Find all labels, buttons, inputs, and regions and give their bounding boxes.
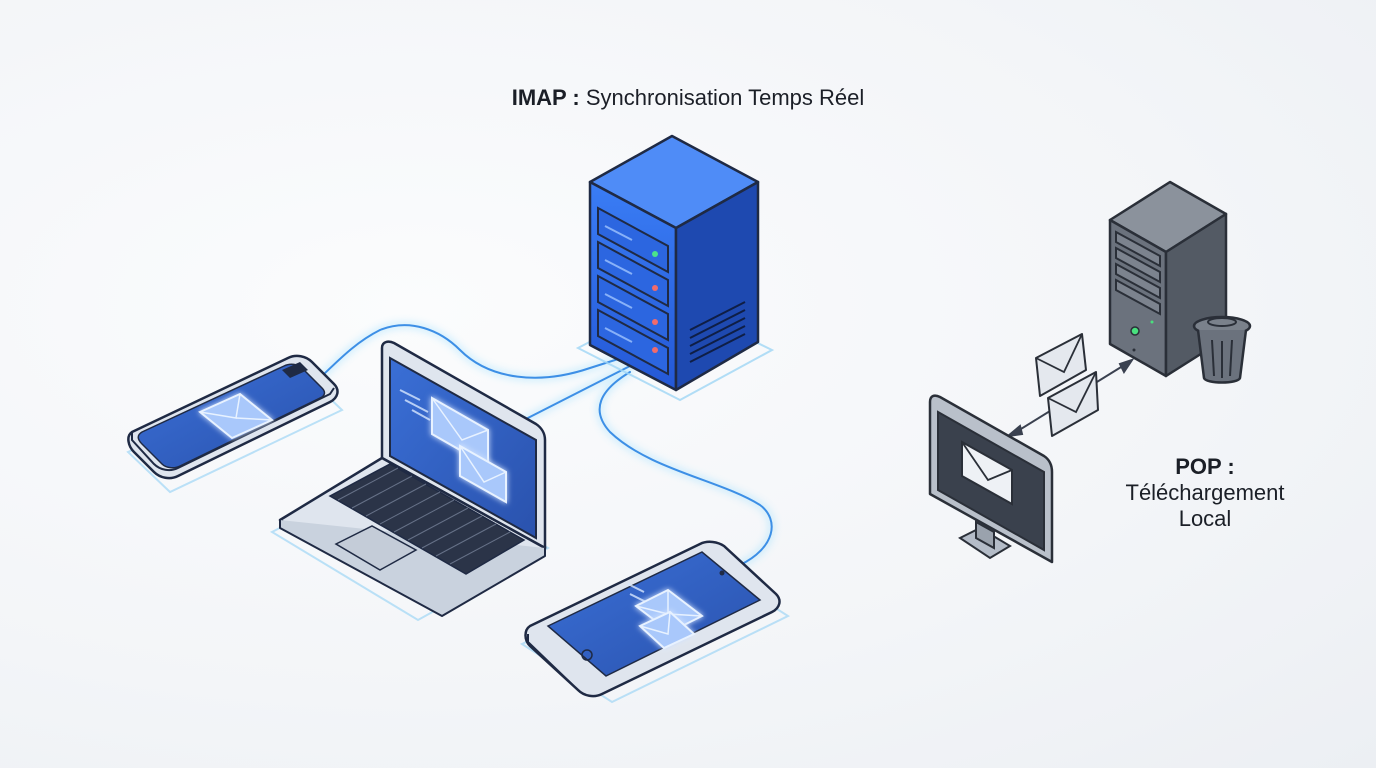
envelope-icon — [638, 610, 696, 650]
monitor-icon — [928, 394, 1054, 564]
imap-description: Synchronisation Temps Réel — [585, 85, 865, 110]
pop-protocol-name: POP : — [1175, 454, 1235, 479]
imap-protocol-name: IMAP : — [511, 85, 580, 110]
tablet-icon — [519, 540, 791, 704]
pop-description-line2: Local — [1178, 506, 1232, 531]
envelope-icon — [198, 392, 274, 440]
envelope-icon — [459, 444, 507, 504]
pop-description-line1: Téléchargement — [1125, 480, 1285, 505]
laptop-icon — [269, 340, 551, 622]
envelope-icon — [1035, 333, 1087, 397]
trash-icon — [1192, 315, 1252, 384]
envelope-icon — [961, 440, 1013, 506]
imap-label: IMAP : Synchronisation Temps Réel — [0, 85, 1376, 111]
envelope-icon — [1047, 371, 1099, 437]
sync-connections — [312, 322, 775, 568]
smartphone-icon — [126, 354, 344, 494]
imap-server-icon — [575, 134, 775, 402]
pop-label: POP : Téléchargement Local — [1105, 454, 1305, 532]
